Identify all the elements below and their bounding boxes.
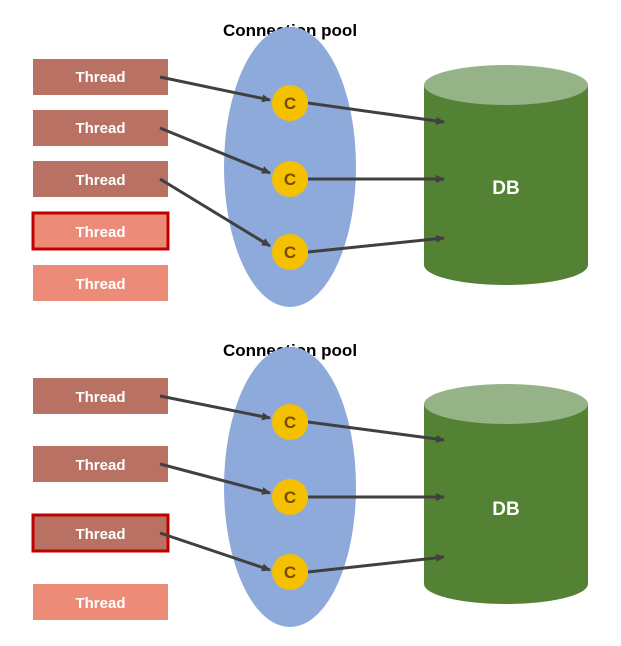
bottom-arrow-thread-to-conn	[159, 394, 271, 421]
top-thread-2: Thread	[33, 161, 168, 197]
bottom-db-body	[424, 404, 588, 584]
top-arrow-conn-to-db	[307, 234, 445, 254]
top-db-bottom	[424, 245, 588, 285]
connection-label: C	[284, 94, 296, 113]
connection-label: C	[284, 488, 296, 507]
top-diagram: Connection pool DB Thread Thread Thread …	[31, 21, 588, 307]
bottom-arrow-conn-to-db	[307, 553, 445, 574]
top-thread-3-waiting: Thread	[31, 211, 170, 251]
connection-label: C	[284, 413, 296, 432]
bottom-thread-0: Thread	[33, 378, 168, 414]
bottom-thread-label: Thread	[75, 457, 125, 474]
bottom-database: DB	[424, 384, 588, 604]
connection-label: C	[284, 563, 296, 582]
top-db-top	[424, 65, 588, 105]
top-arrow-thread-to-conn	[159, 177, 271, 248]
top-thread-label: Thread	[75, 224, 125, 241]
bottom-thread-label: Thread	[75, 526, 125, 543]
bottom-db-bottom	[424, 564, 588, 604]
top-thread-label: Thread	[75, 69, 125, 86]
bottom-connection-2: C	[272, 554, 308, 590]
bottom-thread-1: Thread	[33, 446, 168, 482]
top-thread-label: Thread	[75, 276, 125, 293]
top-arrow-conn-to-db	[307, 101, 445, 125]
top-thread-label: Thread	[75, 172, 125, 189]
top-thread-0: Thread	[33, 59, 168, 95]
bottom-thread-label: Thread	[75, 389, 125, 406]
bottom-connection-0: C	[272, 404, 308, 440]
top-arrow-thread-to-conn	[159, 75, 271, 103]
bottom-db-top	[424, 384, 588, 424]
bottom-arrow-thread-to-conn	[159, 462, 271, 495]
bottom-thread-3-idle: Thread	[33, 584, 168, 620]
top-db-body	[424, 85, 588, 265]
top-connection-1: C	[272, 161, 308, 197]
bottom-arrow-conn-to-db	[307, 420, 445, 443]
bottom-thread-2-waiting: Thread	[31, 513, 170, 553]
top-thread-4-idle: Thread	[33, 265, 168, 301]
top-db-label: DB	[492, 178, 519, 199]
top-connection-0: C	[272, 85, 308, 121]
connection-label: C	[284, 170, 296, 189]
top-thread-label: Thread	[75, 120, 125, 137]
top-database: DB	[424, 65, 588, 285]
top-thread-1: Thread	[33, 110, 168, 146]
top-arrow-thread-to-conn	[159, 126, 271, 175]
bottom-arrow-thread-to-conn	[159, 531, 271, 572]
top-connection-2: C	[272, 234, 308, 270]
bottom-connection-1: C	[272, 479, 308, 515]
bottom-thread-label: Thread	[75, 595, 125, 612]
connection-label: C	[284, 243, 296, 262]
bottom-db-label: DB	[492, 499, 519, 520]
bottom-diagram: Connection pool DB Thread Thread Thread …	[31, 341, 588, 627]
